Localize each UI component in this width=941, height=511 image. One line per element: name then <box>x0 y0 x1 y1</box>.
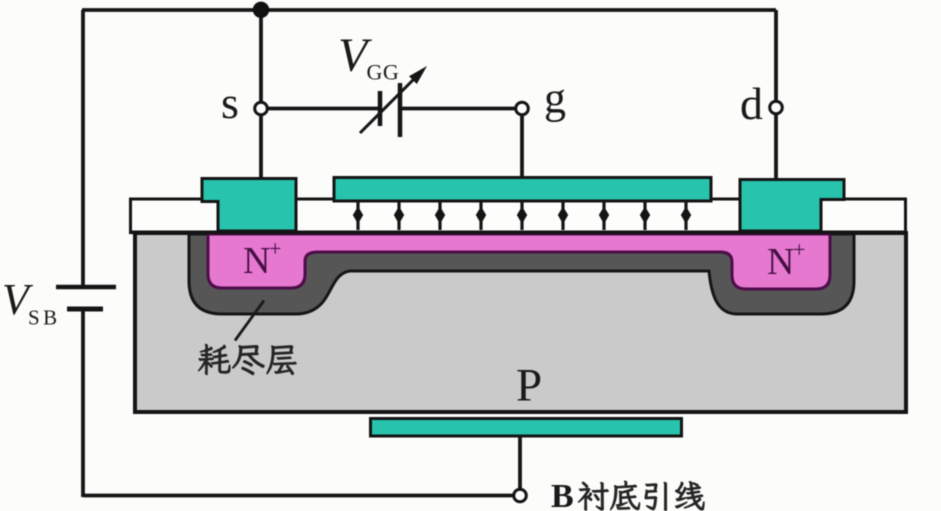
svg-text:+: + <box>793 237 805 262</box>
svg-text:SB: SB <box>28 306 61 330</box>
svg-text:N: N <box>243 240 270 282</box>
svg-text:P: P <box>516 360 542 412</box>
svg-text:V: V <box>338 29 372 82</box>
svg-text:g: g <box>544 74 566 123</box>
svg-text:GG: GG <box>367 60 400 85</box>
svg-text:N: N <box>767 241 794 283</box>
svg-text:+: + <box>269 236 281 261</box>
svg-text:B: B <box>551 478 574 511</box>
svg-text:d: d <box>740 78 763 129</box>
svg-text:s: s <box>221 77 239 128</box>
svg-text:V: V <box>2 275 34 324</box>
